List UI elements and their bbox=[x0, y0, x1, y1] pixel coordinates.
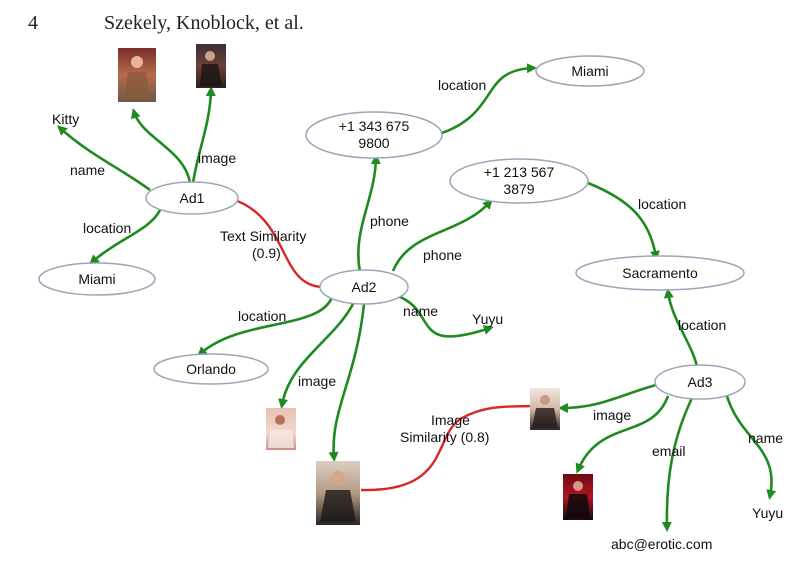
ad2-image-edge-down bbox=[328, 303, 366, 462]
node-orlando-label: Orlando bbox=[186, 361, 236, 377]
node-phone-2[interactable]: +1 213 567 3879 bbox=[449, 158, 589, 204]
ad2-phone-up-edge bbox=[357, 154, 381, 273]
node-phone-1[interactable]: +1 343 675 9800 bbox=[305, 111, 443, 159]
node-ad2[interactable]: Ad2 bbox=[319, 269, 409, 305]
leaf-kitty: Kitty bbox=[52, 111, 79, 127]
ad3-name-edge bbox=[725, 395, 777, 500]
node-sacramento-label: Sacramento bbox=[622, 265, 698, 281]
node-ad2-label: Ad2 bbox=[352, 279, 377, 295]
node-miami-left[interactable]: Miami bbox=[38, 262, 156, 296]
node-phone-2-line-2: 3879 bbox=[503, 181, 534, 197]
ad3-image-down-edge bbox=[575, 395, 670, 474]
node-phone-1-line-1: +1 343 675 bbox=[339, 118, 410, 134]
ad3-email-edge bbox=[661, 397, 694, 532]
edge-label-image-ad1: image bbox=[198, 150, 236, 166]
edge-label-name-ad3: name bbox=[748, 430, 783, 446]
photo-thumbnail-ad3-left[interactable] bbox=[530, 388, 560, 430]
edge-label-image-ad2: image bbox=[298, 373, 336, 389]
page-number: 4 bbox=[28, 12, 38, 34]
ad2-image-edge-left bbox=[278, 301, 356, 409]
node-miami-top[interactable]: Miami bbox=[535, 55, 645, 87]
ad1-location-edge bbox=[88, 209, 162, 265]
text-similarity-edge bbox=[231, 197, 323, 289]
ad2-location-edge bbox=[197, 296, 334, 357]
edge-label-image-similarity-2: Similarity (0.8) bbox=[400, 429, 489, 445]
photo-thumbnail-ad1-left[interactable] bbox=[118, 48, 156, 102]
node-miami-top-label: Miami bbox=[571, 63, 608, 79]
edge-label-phone-right: phone bbox=[423, 247, 462, 263]
edge-label-phone-up: phone bbox=[370, 213, 409, 229]
photo-thumbnail-ad2-left[interactable] bbox=[266, 408, 296, 450]
photo-thumbnail-ad2-down[interactable] bbox=[316, 461, 360, 525]
ad3-image-edge bbox=[558, 383, 657, 413]
node-ad3-label: Ad3 bbox=[688, 374, 713, 390]
edge-label-location-ad1: location bbox=[83, 220, 131, 236]
photo-thumbnail-ad3-down[interactable] bbox=[563, 474, 593, 520]
edge-label-name-ad1: name bbox=[70, 162, 105, 178]
leaf-email-value: abc@erotic.com bbox=[611, 536, 712, 552]
node-ad1[interactable]: Ad1 bbox=[145, 181, 239, 215]
image-similarity-edge bbox=[360, 404, 531, 492]
running-authors: Szekely, Knoblock, et al. bbox=[104, 12, 304, 34]
phone1-location-edge bbox=[441, 63, 537, 135]
node-ad1-label: Ad1 bbox=[180, 190, 205, 206]
ad3-location-edge bbox=[663, 288, 699, 367]
edge-label-text-similarity-1: Text Similarity bbox=[220, 228, 306, 244]
edge-label-location-ad2: location bbox=[238, 308, 286, 324]
node-phone-1-line-2: 9800 bbox=[358, 135, 389, 151]
node-phone-2-line-1: +1 213 567 bbox=[484, 164, 555, 180]
page-header: 4 Szekely, Knoblock, et al. bbox=[0, 8, 800, 38]
ad2-name-edge bbox=[394, 293, 494, 338]
leaf-yuyu-right: Yuyu bbox=[752, 505, 783, 521]
node-ad3[interactable]: Ad3 bbox=[654, 364, 746, 400]
photo-thumbnail-ad1-right[interactable] bbox=[196, 44, 226, 88]
node-sacramento[interactable]: Sacramento bbox=[575, 255, 745, 291]
edge-label-name-ad2: name bbox=[403, 303, 438, 319]
ad1-image-edge-left bbox=[130, 108, 192, 184]
edge-label-image-ad3: image bbox=[593, 407, 631, 423]
ad1-image-edge-right bbox=[191, 86, 216, 184]
node-orlando[interactable]: Orlando bbox=[153, 353, 269, 385]
phone2-location-edge bbox=[587, 181, 660, 261]
node-miami-left-label: Miami bbox=[78, 271, 115, 287]
edge-label-email-ad3: email bbox=[652, 443, 685, 459]
edge-label-location-ad3: location bbox=[678, 317, 726, 333]
ad2-phone-right-edge bbox=[391, 199, 493, 272]
leaf-yuyu-mid: Yuyu bbox=[472, 311, 503, 327]
edge-label-text-similarity-2: (0.9) bbox=[252, 245, 281, 261]
ad1-name-edge bbox=[57, 125, 151, 192]
edge-label-location-phone2: location bbox=[638, 196, 686, 212]
edge-label-image-similarity-1: Image bbox=[431, 412, 470, 428]
edge-label-location-phone1: location bbox=[438, 77, 486, 93]
